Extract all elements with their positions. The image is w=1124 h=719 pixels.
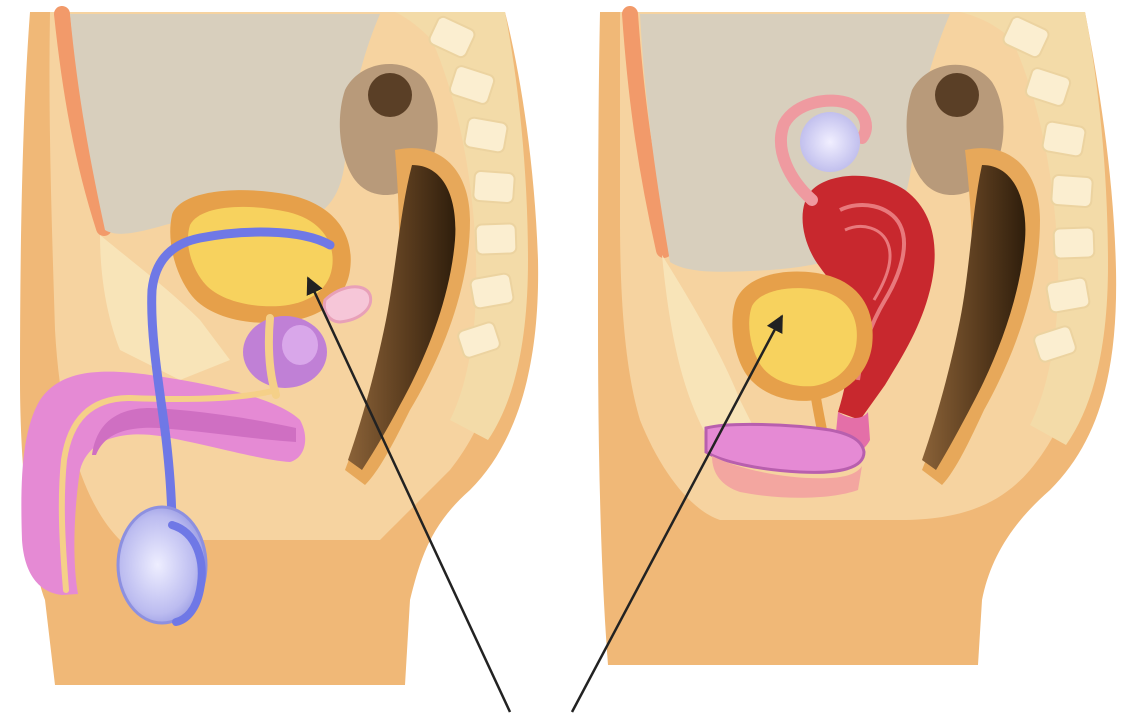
male-pelvis-panel: [20, 12, 538, 685]
male-prostate-highlight: [282, 325, 318, 365]
female-urethra: [816, 398, 822, 430]
female-ovary: [800, 112, 860, 172]
female-pelvis-panel: [598, 12, 1116, 665]
female-bowel-lumen: [935, 73, 979, 117]
male-bowel-lumen: [368, 73, 412, 117]
